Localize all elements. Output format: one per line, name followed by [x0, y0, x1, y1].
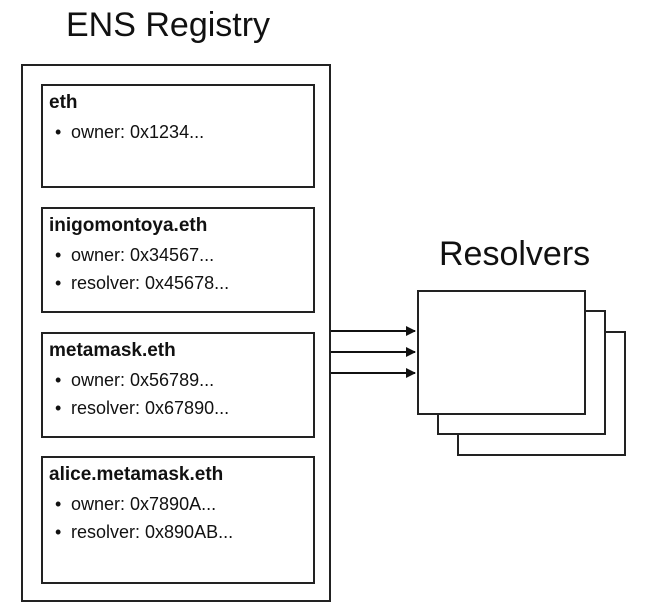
entry-name: alice.metamask.eth [49, 464, 224, 485]
resolver-card-front [417, 290, 586, 415]
entry-field-resolver: resolver: 0x67890... [55, 394, 307, 422]
entry-name: eth [49, 92, 78, 113]
entry-fields: owner: 0x1234... [49, 118, 307, 146]
ens-registry-box: eth owner: 0x1234... inigomontoya.eth ow… [21, 64, 331, 602]
entry-field-owner: owner: 0x1234... [55, 118, 307, 146]
entry-field-resolver: resolver: 0x45678... [55, 269, 307, 297]
resolvers-title: Resolvers [439, 235, 591, 273]
entry-name: metamask.eth [49, 340, 176, 361]
entry-name: inigomontoya.eth [49, 215, 208, 236]
entry-field-resolver: resolver: 0x890AB... [55, 518, 307, 546]
registry-entry-inigomontoya: inigomontoya.eth owner: 0x34567... resol… [41, 207, 315, 313]
registry-entry-alice-metamask: alice.metamask.eth owner: 0x7890A... res… [41, 456, 315, 584]
entry-fields: owner: 0x34567... resolver: 0x45678... [49, 241, 307, 297]
entry-fields: owner: 0x7890A... resolver: 0x890AB... [49, 490, 307, 546]
entry-field-owner: owner: 0x7890A... [55, 490, 307, 518]
entry-field-owner: owner: 0x56789... [55, 366, 307, 394]
entry-field-owner: owner: 0x34567... [55, 241, 307, 269]
registry-title: ENS Registry [66, 6, 271, 44]
entry-fields: owner: 0x56789... resolver: 0x67890... [49, 366, 307, 422]
registry-entry-eth: eth owner: 0x1234... [41, 84, 315, 188]
registry-entry-metamask: metamask.eth owner: 0x56789... resolver:… [41, 332, 315, 438]
